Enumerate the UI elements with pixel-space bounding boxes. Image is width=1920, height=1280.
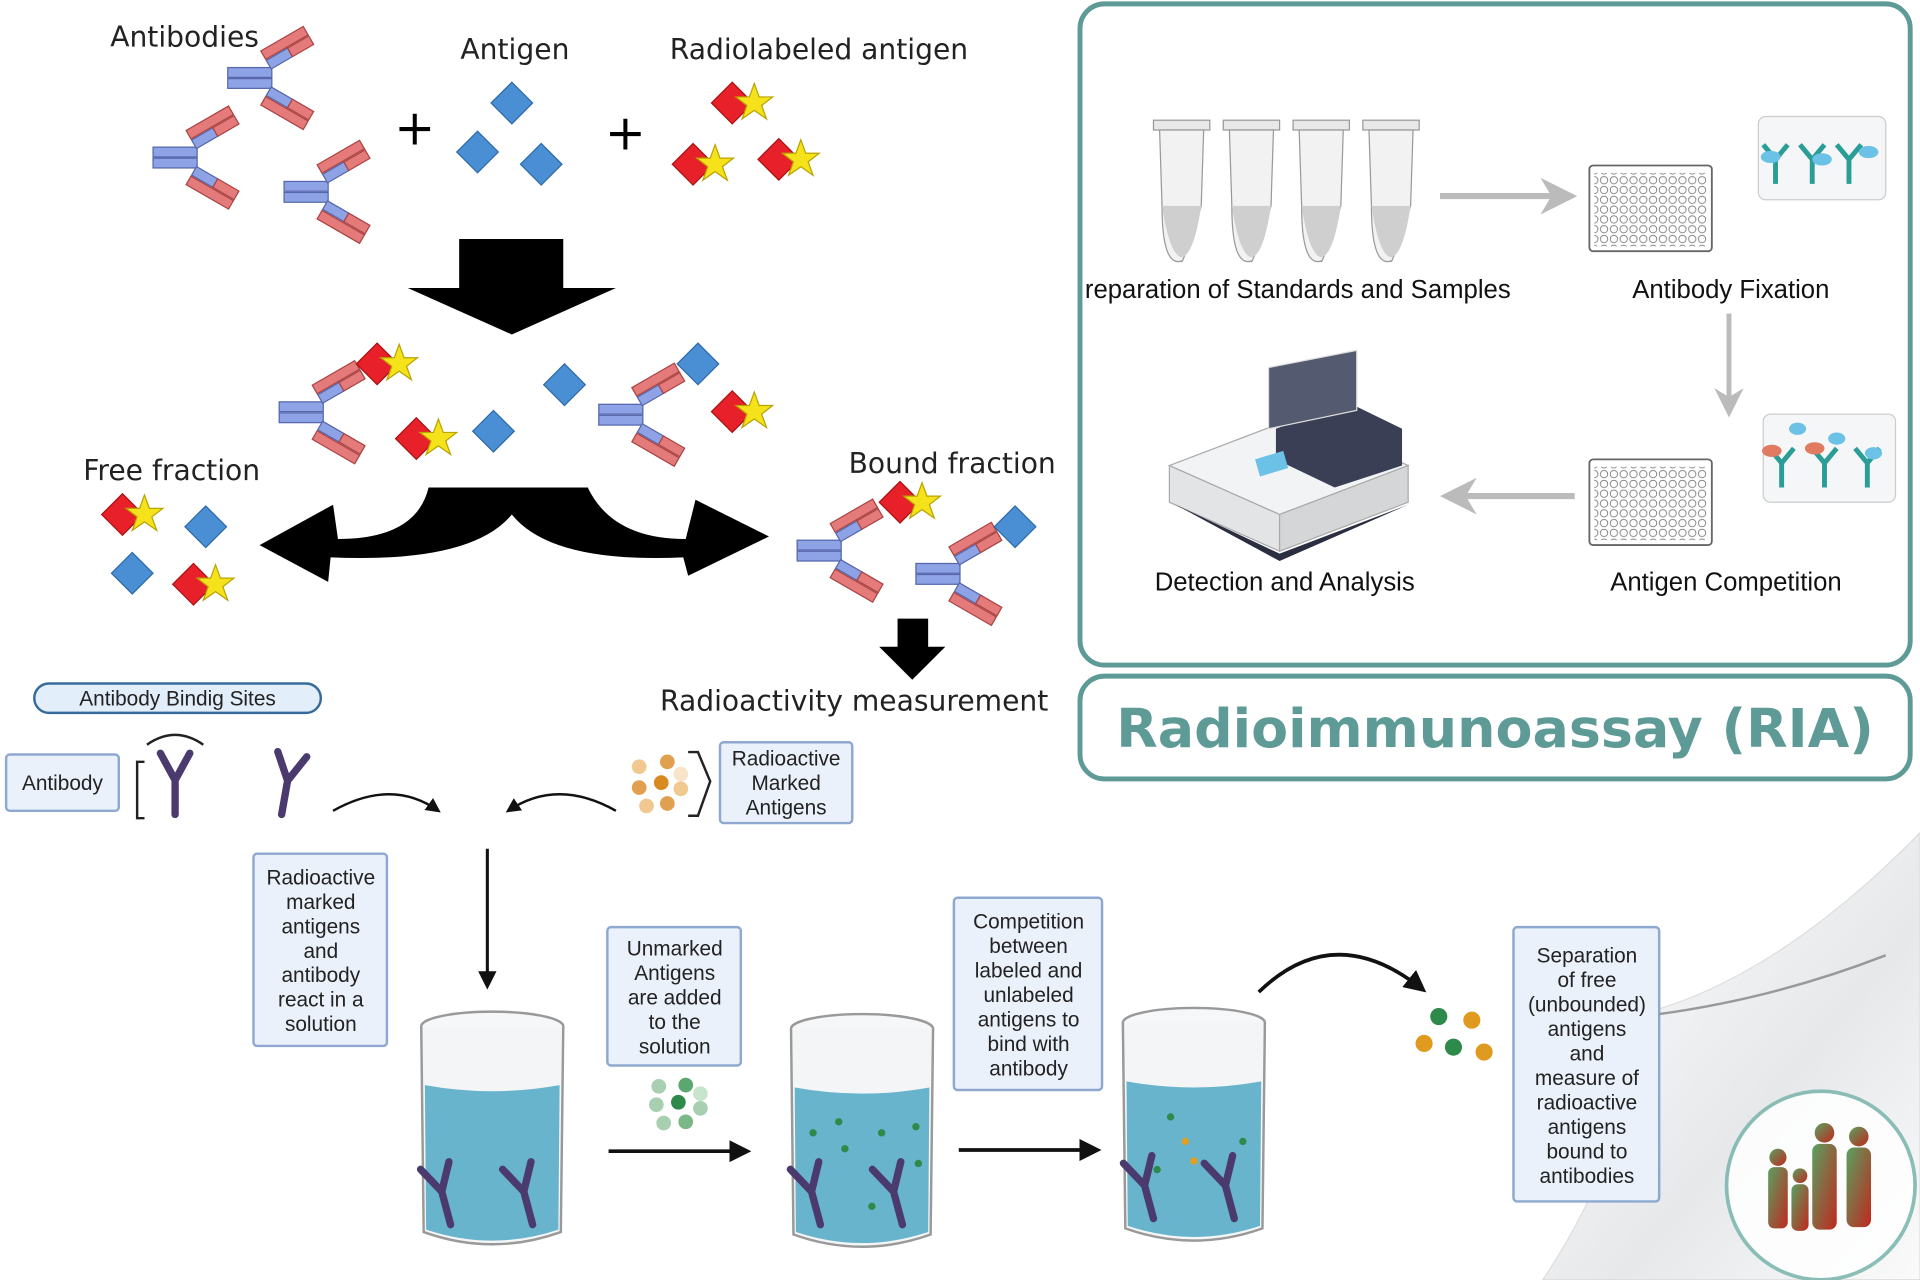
free-fraction-icons (101, 493, 235, 606)
svg-text:antibody: antibody (281, 964, 360, 987)
antigen-label: Antigen (460, 33, 569, 66)
svg-text:bind with: bind with (988, 1033, 1070, 1056)
svg-text:unlabeled: unlabeled (983, 984, 1073, 1007)
antibody-icons (152, 25, 371, 244)
svg-text:Unmarked: Unmarked (627, 937, 723, 960)
svg-text:Radioactive: Radioactive (732, 748, 841, 771)
svg-text:Separation: Separation (1537, 945, 1638, 968)
step-detection-label: Detection and Analysis (1155, 568, 1415, 596)
separated-antigen-dots (1415, 1007, 1493, 1061)
svg-text:antigens: antigens (1548, 1116, 1627, 1139)
svg-text:(unbounded): (unbounded) (1528, 994, 1646, 1017)
radioactive-antigen-dots (631, 754, 689, 814)
svg-text:solution: solution (285, 1013, 357, 1036)
antibodies-label: Antibodies (110, 21, 259, 54)
plus-icon: + (605, 105, 646, 162)
mixture-icons (278, 342, 774, 467)
separation-box (1512, 925, 1661, 1203)
svg-text:react in a: react in a (278, 989, 364, 1012)
binding-sites-badge (33, 682, 323, 715)
radioactive-marked-box (718, 741, 854, 825)
beaker-1 (421, 1010, 565, 1246)
radioactivity-label: Radioactivity measurement (660, 684, 1048, 717)
step-fixation-label: Antibody Fixation (1632, 276, 1829, 304)
svg-text:bound to: bound to (1546, 1141, 1627, 1164)
beaker-3 (1123, 1006, 1267, 1242)
svg-text:antibody: antibody (989, 1057, 1068, 1080)
svg-text:and: and (1570, 1043, 1605, 1066)
bound-fraction-icons (796, 480, 1037, 627)
svg-text:radioactive: radioactive (1537, 1092, 1638, 1115)
antibody-y-icon (160, 753, 189, 814)
radioactive-marked-label: Radioactive Marked Antigens (732, 748, 841, 820)
unmarked-box (606, 925, 743, 1067)
svg-text:measure of: measure of (1535, 1067, 1639, 1090)
svg-text:labeled and: labeled and (975, 959, 1083, 982)
curl-edge (1659, 954, 1887, 1016)
bound-fraction-label: Bound fraction (849, 447, 1056, 480)
curved-arrow-icon (505, 793, 617, 813)
bracket-icon (135, 733, 204, 820)
svg-text:marked: marked (286, 891, 355, 914)
page-title: Radioimmunoassay (RIA) (1116, 697, 1874, 760)
curved-arrow-icon (1257, 952, 1427, 994)
svg-text:Competition: Competition (973, 910, 1084, 933)
svg-text:of free: of free (1557, 969, 1616, 992)
curved-arrow-icon (332, 793, 441, 813)
antibody-y-icon (267, 752, 307, 817)
labtestsguide-logo (1724, 1089, 1917, 1280)
svg-text:Radioactive: Radioactive (266, 866, 375, 889)
well-plate-icon (1588, 164, 1713, 253)
bracket-icon (688, 750, 712, 817)
svg-text:Antigens: Antigens (746, 796, 827, 819)
svg-text:between: between (989, 935, 1068, 958)
step-preparation-label: reparation of Standards and Samples (1085, 276, 1511, 304)
svg-text:antigens: antigens (281, 915, 360, 938)
svg-text:solution: solution (639, 1035, 711, 1058)
split-arrow-icon (259, 487, 769, 582)
react-box (252, 852, 389, 1048)
svg-text:Marked: Marked (751, 772, 820, 795)
radiolabeled-antigen-label: Radiolabeled antigen (670, 33, 968, 66)
workflow-panel (1077, 1, 1913, 668)
detection-instrument-icon (1167, 349, 1410, 562)
unmarked-antigen-dots (648, 1077, 708, 1131)
svg-text:antigens: antigens (1548, 1018, 1627, 1041)
svg-text:and: and (303, 940, 338, 963)
antibody-label: Antibody (22, 772, 104, 795)
fixation-well-icon (1757, 115, 1887, 201)
down-arrow-icon (879, 618, 946, 680)
antigen-icons (456, 81, 563, 186)
plus-icon: + (394, 100, 435, 157)
binding-sites-label: Antibody Bindig Sites (79, 688, 276, 711)
antibody-box (4, 753, 120, 813)
svg-text:antigens to: antigens to (978, 1008, 1080, 1031)
svg-text:are added: are added (628, 986, 722, 1009)
svg-text:to the: to the (649, 1011, 701, 1034)
beaker-2 (790, 1012, 935, 1248)
svg-text:antibodies: antibodies (1540, 1165, 1635, 1188)
step-competition-label: Antigen Competition (1610, 568, 1841, 596)
down-arrow-icon (407, 238, 616, 335)
competition-box (952, 896, 1104, 1092)
free-fraction-label: Free fraction (83, 454, 260, 487)
well-plate-icon (1588, 458, 1713, 547)
title-box (1077, 673, 1913, 782)
svg-text:Antigens: Antigens (634, 962, 715, 985)
competition-well-icon (1762, 413, 1897, 503)
radiolabeled-antigen-icons (671, 81, 820, 186)
